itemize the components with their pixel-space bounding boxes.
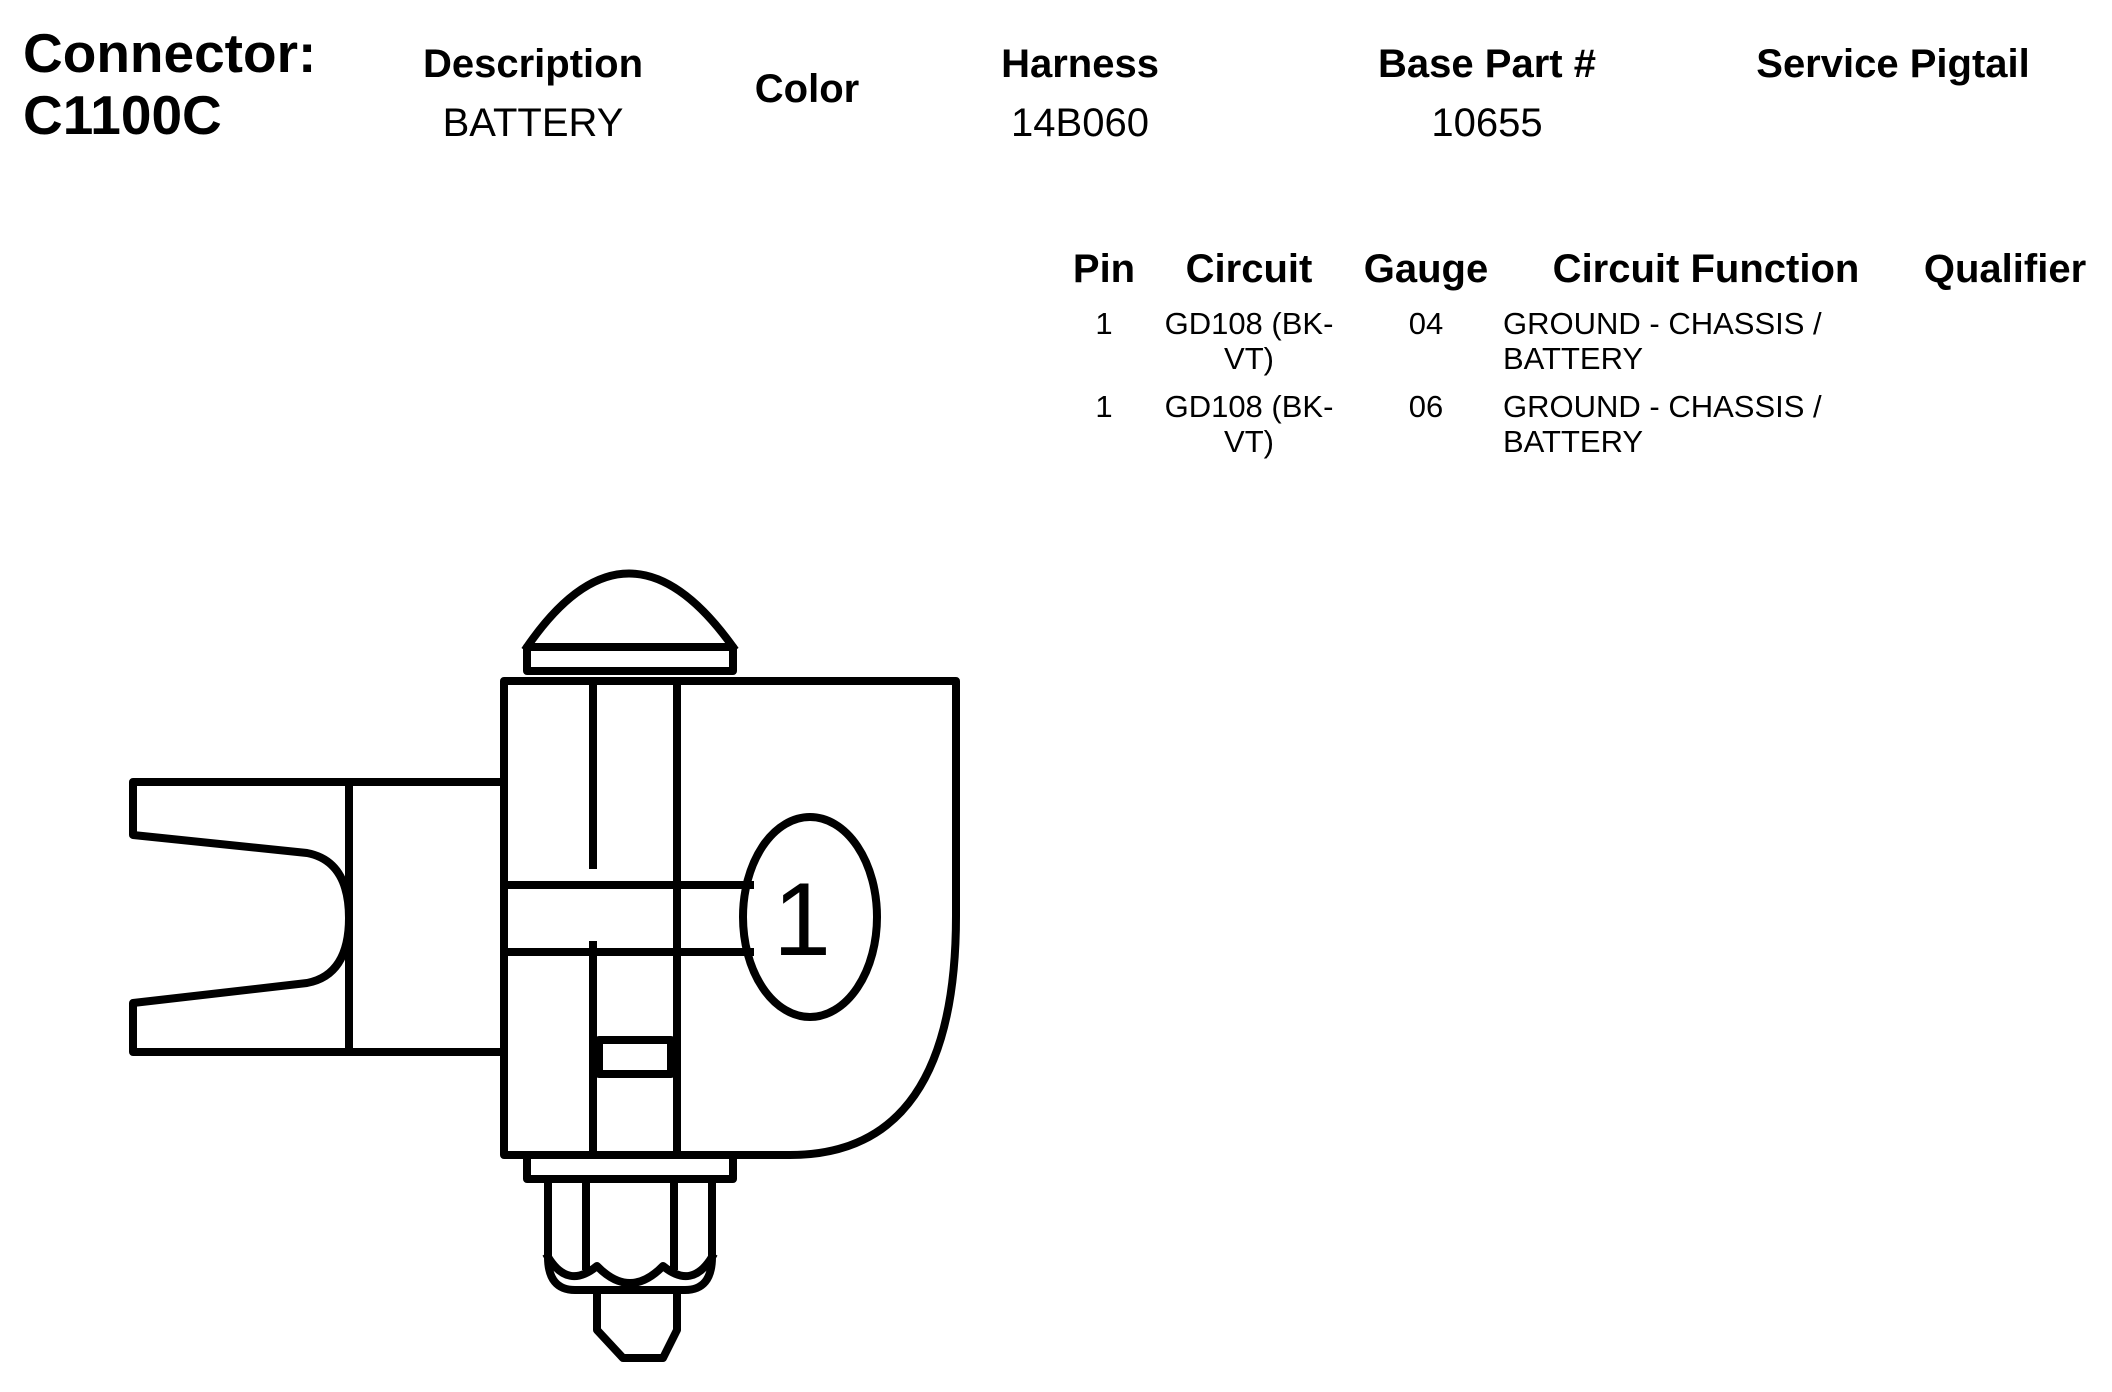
description-header: Description	[422, 42, 644, 86]
description-value: BATTERY	[442, 101, 624, 145]
connector-housing	[500, 677, 960, 1159]
base-part-value: 10655	[1431, 101, 1543, 145]
connector-heading: Connector: C1100C	[23, 22, 316, 146]
gauge-column-header: Gauge	[1363, 247, 1489, 291]
pin-cell: 1	[1095, 306, 1113, 341]
harness-header: Harness	[1001, 42, 1159, 86]
base-part-header: Base Part #	[1378, 42, 1596, 86]
pin-cell: 1	[1095, 389, 1113, 424]
circuit-function-cell: GROUND - CHASSIS / BATTERY	[1503, 306, 1822, 376]
connector-label: Connector:	[23, 22, 317, 84]
center-slot	[500, 881, 754, 956]
circuit-function-cell: GROUND - CHASSIS / BATTERY	[1503, 389, 1822, 459]
latch-window	[595, 1036, 675, 1078]
housing-dividers	[589, 677, 681, 1159]
bottom-nut	[523, 1151, 737, 1362]
circuit-column-header: Circuit	[1185, 247, 1313, 291]
circuit-cell: GD108 (BK- VT)	[1164, 389, 1334, 459]
service-pigtail-header: Service Pigtail	[1756, 42, 2030, 86]
color-header: Color	[754, 67, 860, 111]
pin-column-header: Pin	[1072, 247, 1136, 291]
top-dome-cap	[521, 569, 739, 675]
gauge-cell: 06	[1408, 389, 1444, 424]
circuit-cell: GD108 (BK- VT)	[1164, 306, 1334, 376]
pin-1-cavity: 1	[739, 813, 881, 1021]
qualifier-column-header: Qualifier	[1923, 247, 2087, 291]
pin-1-label: 1	[773, 862, 831, 978]
ring-terminal	[129, 778, 508, 1056]
gauge-cell: 04	[1408, 306, 1444, 341]
connector-id: C1100C	[23, 84, 222, 146]
harness-value: 14B060	[1011, 101, 1149, 145]
circuit-function-column-header: Circuit Function	[1552, 247, 1860, 291]
